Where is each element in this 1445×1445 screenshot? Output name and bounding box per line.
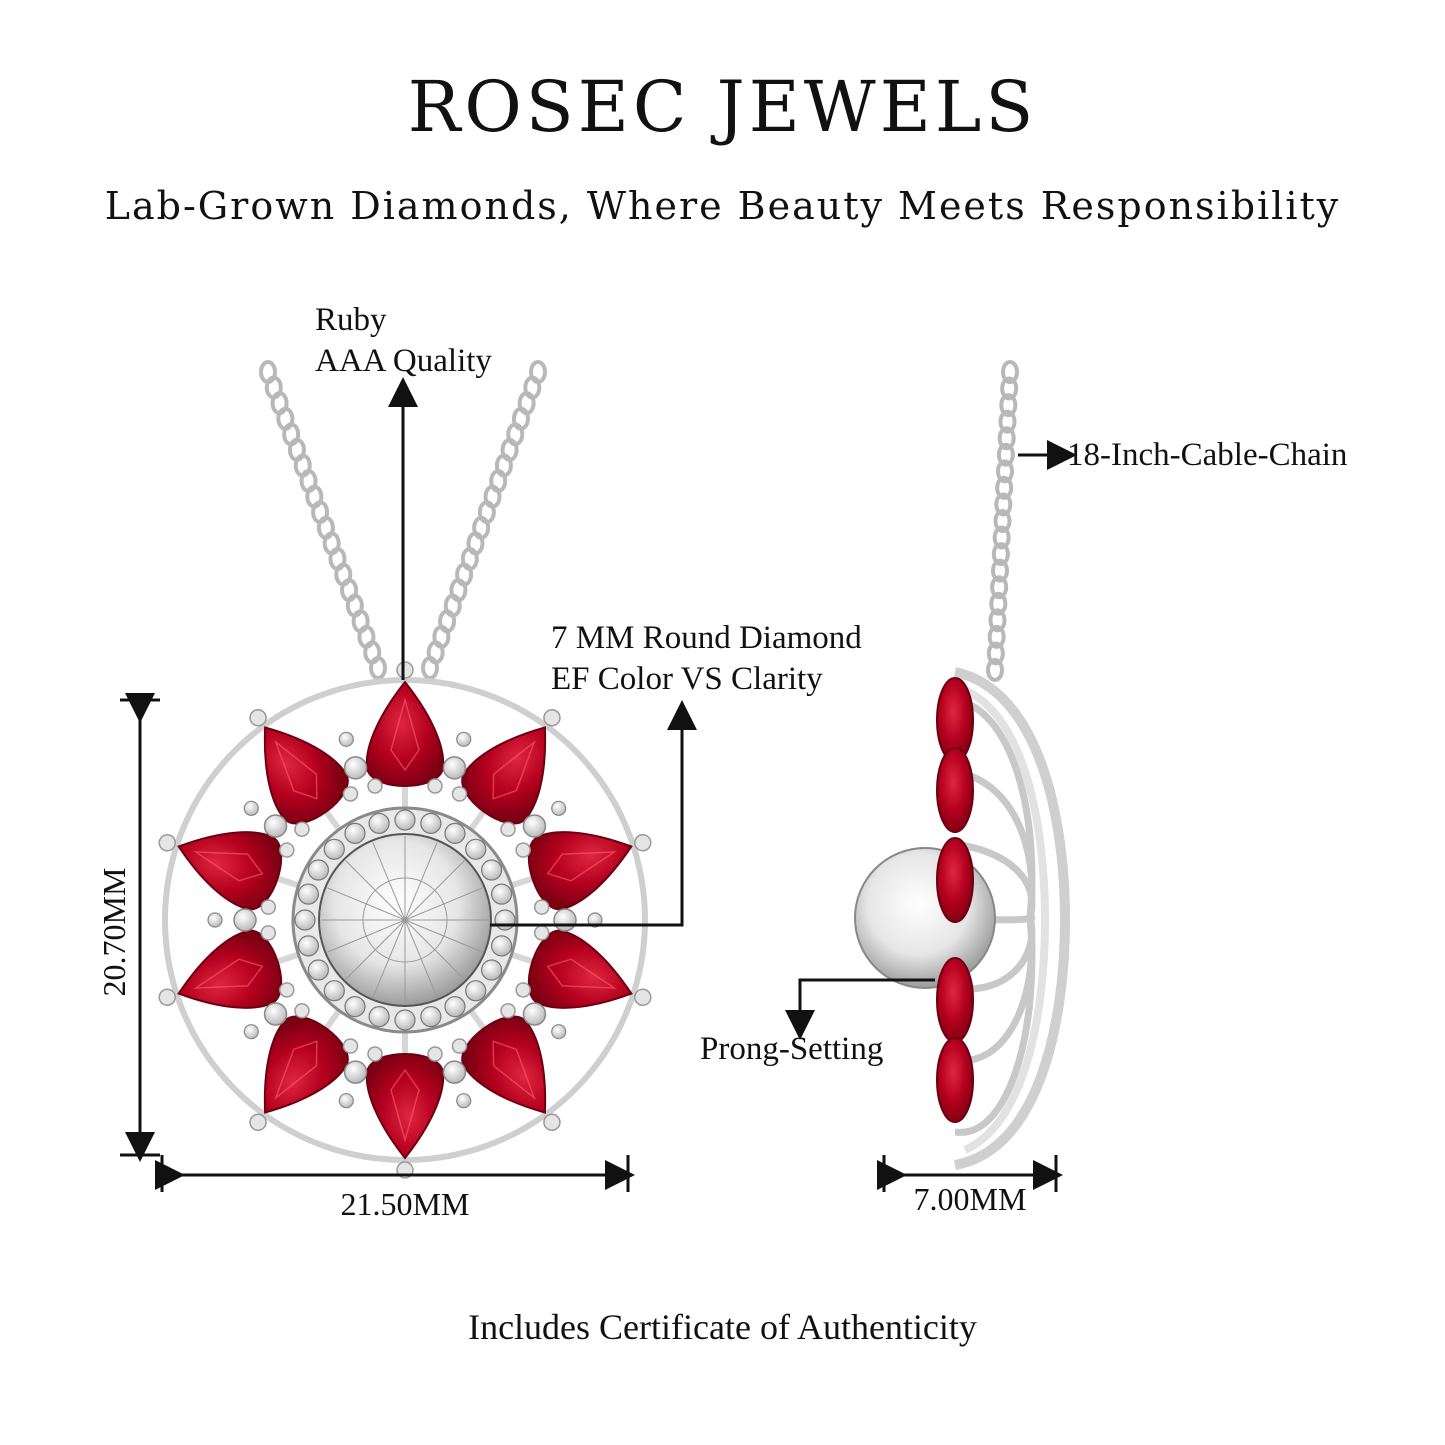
chain-link — [997, 426, 1016, 451]
accent-diamond — [553, 908, 577, 932]
diamond-callout-arrow — [490, 700, 697, 927]
halo-diamond — [444, 996, 466, 1018]
ruby-stone — [158, 925, 295, 1009]
ruby-stone — [515, 831, 652, 915]
accent-diamonds — [207, 731, 603, 1109]
chain-link — [988, 608, 1007, 633]
halo-diamond — [368, 812, 390, 835]
ruby-stone-side — [936, 1037, 974, 1123]
accent-diamond — [522, 1002, 547, 1026]
width-value: 21.50MM — [340, 1186, 470, 1222]
chain-link — [989, 591, 1008, 616]
halo-diamond — [444, 822, 466, 844]
ruby-stone-side — [936, 957, 974, 1043]
accent-diamond — [263, 814, 288, 838]
chain-link — [999, 393, 1018, 418]
halo-diamond — [490, 883, 513, 905]
halo-diamond — [307, 959, 329, 981]
halo-diamond — [481, 859, 503, 881]
depth-value: 7.00MM — [913, 1181, 1027, 1217]
chain-link — [994, 492, 1013, 517]
halo-diamond — [368, 1005, 390, 1028]
halo-diamond — [344, 996, 366, 1018]
chain-link — [986, 658, 1004, 682]
halo-diamond — [420, 1005, 442, 1028]
halo-diamond — [307, 859, 329, 881]
ruby-stone — [158, 831, 295, 915]
cable-chain-front — [259, 360, 547, 680]
halo-diamond — [494, 909, 516, 931]
certificate-note: Includes Certificate of Authenticity — [468, 1307, 977, 1347]
chain-link — [369, 656, 387, 680]
chain-link — [1001, 360, 1019, 384]
chain-link — [986, 641, 1005, 666]
pendant-side-view — [854, 667, 1071, 1170]
accent-diamond — [343, 1060, 368, 1084]
chain-link — [991, 558, 1009, 583]
halo-diamond — [465, 980, 487, 1002]
chain-link — [993, 509, 1012, 533]
halo-diamond — [297, 935, 320, 957]
ruby-stone — [365, 661, 445, 794]
halo-diamond — [394, 809, 416, 831]
accent-diamond — [233, 908, 257, 932]
accent-diamond — [442, 756, 467, 780]
ruby-stone — [451, 1003, 561, 1132]
halo-diamond — [297, 883, 320, 905]
chain-label: 18-Inch-Cable-Chain — [1067, 437, 1348, 473]
ruby-stone — [249, 708, 359, 837]
chain-link — [987, 624, 1006, 649]
ruby-stone — [451, 708, 561, 837]
height-dimension — [120, 693, 160, 1162]
halo-diamond — [481, 959, 503, 981]
chain-link — [421, 656, 439, 680]
ruby-stone — [515, 925, 652, 1009]
halo-diamond — [490, 935, 513, 957]
ruby-stone-side — [936, 837, 974, 923]
halo-diamond — [323, 838, 345, 860]
accent-diamond — [343, 756, 368, 780]
ruby-stone-side — [936, 747, 974, 833]
diamond-grade-label: EF Color VS Clarity — [551, 661, 823, 697]
chain-link — [996, 459, 1014, 484]
ruby-quality-label: AAA Quality — [315, 343, 492, 379]
halo-diamond — [465, 838, 487, 860]
width-dimension — [155, 1155, 635, 1192]
height-value: 20.70MM — [96, 867, 132, 997]
prong-callout-arrow — [785, 978, 935, 1040]
ruby-stone — [249, 1003, 359, 1132]
diamond-facets — [321, 836, 489, 1004]
accent-diamond — [263, 1002, 288, 1026]
cable-chain-side — [986, 360, 1019, 682]
ruby-label: Ruby — [315, 302, 387, 338]
prong-setting-label: Prong-Setting — [700, 1031, 884, 1067]
chain-link — [996, 442, 1015, 467]
pendant-front-view — [158, 661, 652, 1179]
accent-diamond — [442, 1060, 467, 1084]
chain-link — [998, 409, 1017, 434]
halo-diamond — [323, 980, 345, 1002]
halo-diamonds — [294, 809, 516, 1031]
brand-tagline: Lab-Grown Diamonds, Where Beauty Meets R… — [104, 184, 1341, 228]
chain-link — [990, 575, 1009, 600]
halo-diamond — [294, 909, 316, 931]
accent-diamond — [522, 814, 547, 838]
center-diamond-side — [854, 847, 996, 989]
halo-diamond — [420, 812, 442, 835]
depth-dimension — [877, 1155, 1063, 1192]
diamond-size-label: 7 MM Round Diamond — [551, 620, 862, 656]
chain-link — [1000, 376, 1019, 401]
chain-link — [995, 475, 1014, 500]
halo-diamond — [394, 1009, 416, 1031]
chain-link — [991, 542, 1010, 567]
brand-title: ROSEC JEWELS — [407, 66, 1038, 148]
chain-link — [992, 525, 1011, 550]
halo-diamond — [344, 822, 366, 844]
